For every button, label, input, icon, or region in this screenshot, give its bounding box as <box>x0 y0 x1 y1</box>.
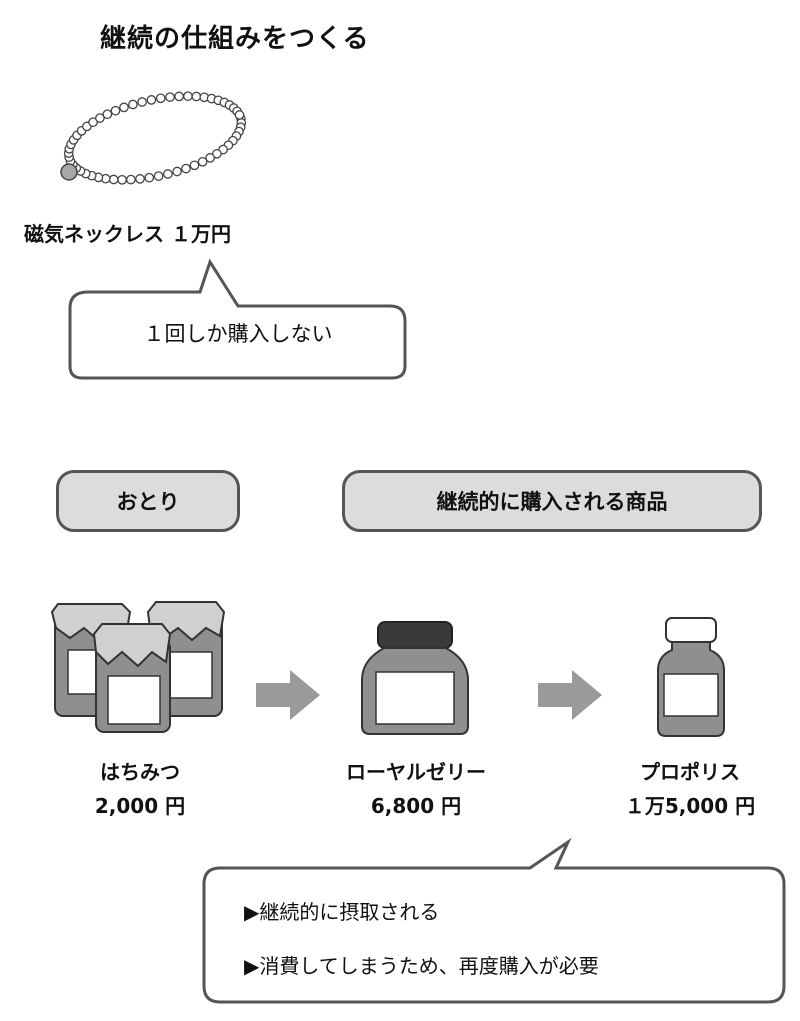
page-title: 継続の仕組みをつくる <box>100 24 370 54</box>
speech-bubble-outline <box>68 258 407 380</box>
continuous-products-pill: 継続的に購入される商品 <box>342 470 762 532</box>
necklace-bead <box>174 91 184 102</box>
honey-jars-illustration <box>50 601 226 733</box>
necklace-bead <box>144 172 155 183</box>
necklace-bead <box>128 99 138 110</box>
necklace-label: 磁気ネックレス １万円 <box>24 222 231 246</box>
necklace-bead <box>135 174 145 184</box>
necklace-bead <box>119 102 129 113</box>
speech-bubble-outline <box>202 837 786 1004</box>
decoy-pill: おとり <box>56 470 240 532</box>
necklace-bead <box>153 171 164 181</box>
product-price-propolis: １万5,000 円 <box>624 794 756 818</box>
necklace-bead <box>95 113 105 123</box>
necklace-bead <box>102 109 113 120</box>
note-item: ▶継続的に摂取される <box>244 900 440 924</box>
product-price-honey: 2,000 円 <box>94 794 186 818</box>
product-name-propolis: プロポリス <box>640 760 740 784</box>
necklace-bead <box>181 163 191 174</box>
necklace-bead <box>155 93 166 104</box>
royal-jelly-jar-illustration <box>361 621 469 735</box>
necklace-illustration <box>60 91 247 185</box>
necklace-bead <box>205 153 215 163</box>
necklace-bead <box>165 92 175 102</box>
necklace-bead <box>117 174 127 185</box>
decoy-pill-label: おとり <box>116 490 180 514</box>
continuous-pill-label: 継続的に購入される商品 <box>436 490 668 514</box>
necklace-bead <box>146 95 157 105</box>
arrow-right-icon <box>256 670 320 720</box>
product-price-royal-jelly: 6,800 円 <box>370 794 462 818</box>
necklace-bead <box>191 91 202 102</box>
necklace-bead <box>110 105 121 116</box>
necklace-bead <box>212 148 222 159</box>
propolis-bottle-illustration <box>657 617 725 737</box>
necklace-bead <box>234 110 245 120</box>
necklace-bead <box>172 166 182 177</box>
note-item: ▶消費してしまうため、再度購入が必要 <box>244 954 599 978</box>
bubble-one-time-text: １回しか購入しない <box>143 322 333 346</box>
necklace-bead <box>137 97 147 107</box>
product-name-royal-jelly: ローヤルゼリー <box>346 760 486 784</box>
necklace-bead <box>189 160 200 171</box>
product-name-honey: はちみつ <box>100 760 180 784</box>
necklace-bead <box>108 174 119 185</box>
necklace-bead <box>197 156 208 167</box>
arrow-right-icon <box>538 670 602 720</box>
necklace-bead <box>88 117 98 128</box>
necklace-bead <box>183 91 193 102</box>
necklace-bead <box>163 169 173 179</box>
necklace-clasp <box>60 163 78 181</box>
necklace-bead <box>126 174 136 185</box>
